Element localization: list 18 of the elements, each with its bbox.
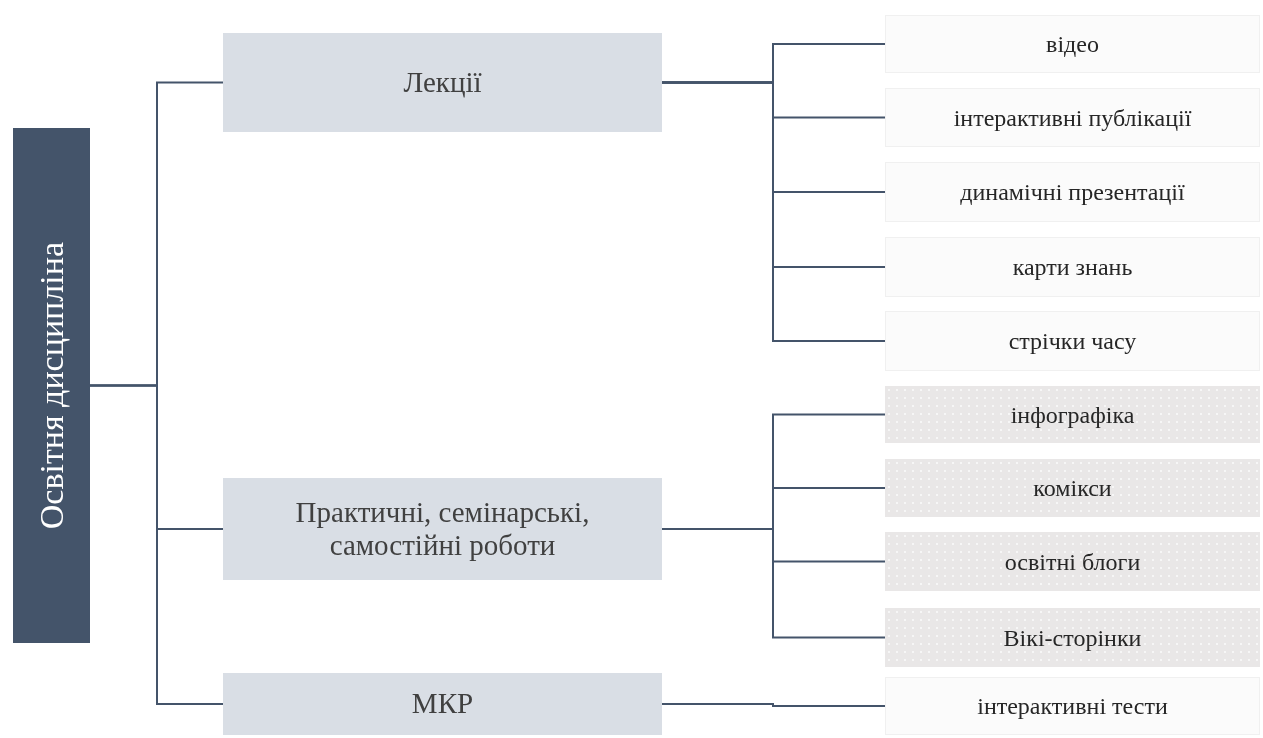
item-box: комікси <box>885 459 1260 517</box>
item-box: карти знань <box>885 237 1260 297</box>
category-box: Практичні, семінарські, самостійні роботи <box>223 478 662 580</box>
root-box: Освітня дисципліна <box>13 128 90 643</box>
category-box: Лекції <box>223 33 662 132</box>
item-box: Вікі-сторінки <box>885 608 1260 667</box>
item-box: освітні блоги <box>885 532 1260 591</box>
connector-line <box>661 81 886 342</box>
connector-line <box>661 703 886 707</box>
item-box: стрічки часу <box>885 311 1260 371</box>
connector-line <box>89 384 224 705</box>
connector-line <box>661 528 886 639</box>
item-box: динамічні презентації <box>885 162 1260 222</box>
item-box: інтерактивні публікації <box>885 88 1260 147</box>
item-box: інфографіка <box>885 386 1260 443</box>
item-box: відео <box>885 15 1260 73</box>
item-box: інтерактивні тести <box>885 677 1260 735</box>
category-box: МКР <box>223 673 662 735</box>
